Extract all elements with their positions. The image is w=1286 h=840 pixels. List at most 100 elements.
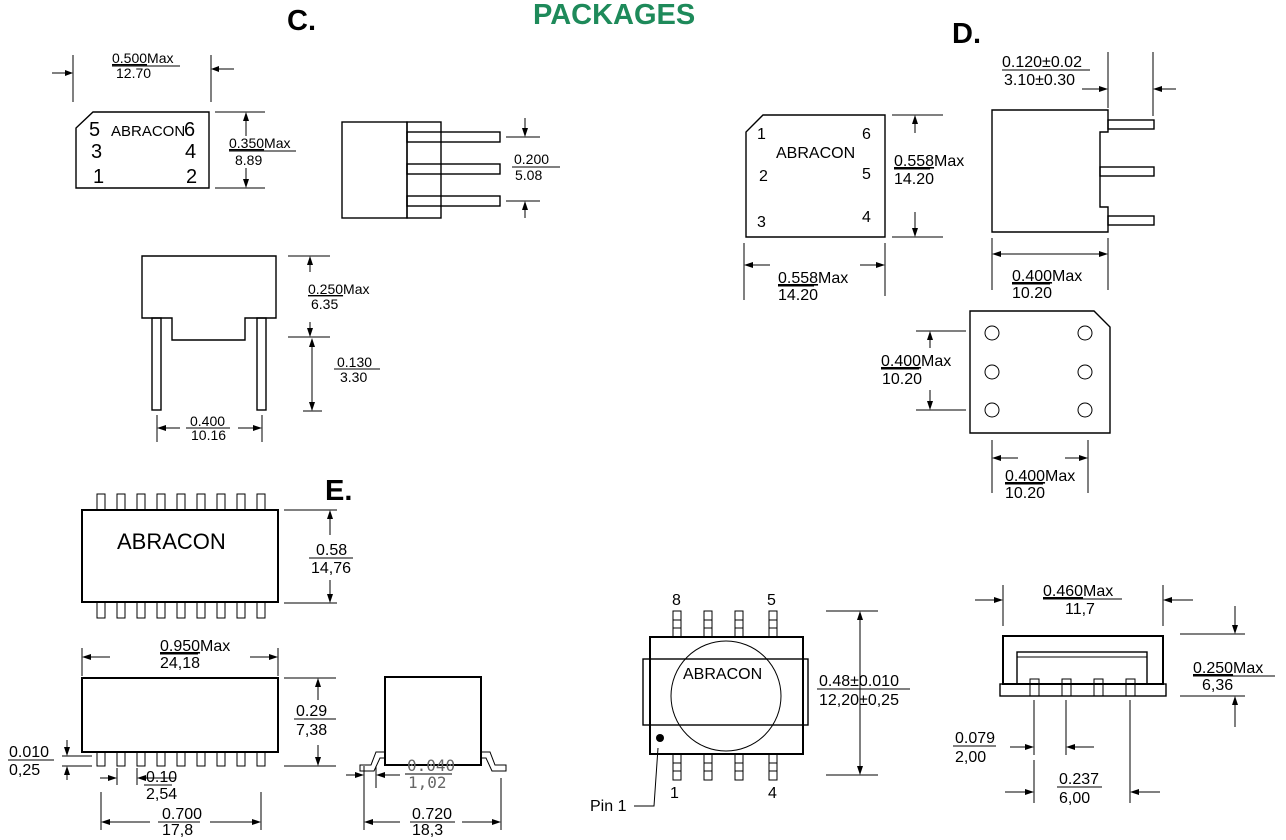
pkg-d-brand: ABRACON: [776, 145, 855, 162]
pkg-c-pin-3: 3: [91, 141, 102, 163]
pkg-c-bodyh-mm: 6.35: [311, 296, 338, 312]
pkg-d-pin-5: 5: [862, 166, 871, 183]
pkg-c-pin-6: 6: [184, 119, 195, 141]
pkg-c-pin-2: 2: [186, 166, 197, 188]
pkg-e-row-mm: 17,8: [162, 822, 193, 839]
pkg-e-foot-mm: 1,02: [408, 773, 447, 792]
pkg-e-standoff-mm: 0,25: [9, 762, 40, 779]
pkg-d-pin-2: 2: [759, 168, 768, 185]
pkg-d-height-max: Max: [934, 153, 964, 170]
pkg-e-length-mm: 24,18: [160, 655, 200, 672]
pkg-c-height-mm: 8.89: [235, 152, 262, 168]
section-d-label: D.: [952, 18, 981, 50]
svg-text:0.460Max: 0.460Max: [1043, 583, 1113, 600]
smd-length-in: 0.460: [1043, 583, 1083, 600]
pkg-c-width-in: 0.500: [112, 50, 147, 66]
smd-height-max: Max: [1233, 660, 1263, 677]
svg-text:0.400Max: 0.400Max: [881, 353, 951, 370]
pkg-c-width-max: Max: [147, 50, 173, 66]
pkg-d-col-in: 0.400: [1005, 468, 1045, 485]
package-c: 5 ABRACON 6 3 4 1 2 0.500Max 12.70 0.350…: [52, 50, 560, 443]
pkg-e-height-in: 0.29: [296, 703, 327, 720]
smd-pin-4: 4: [768, 785, 777, 802]
pkg-d-height-mm: 14.20: [894, 171, 934, 188]
pkg-e-standoff-in: 0.010: [9, 744, 49, 761]
pkg-d-lead-in: 0.120±0.02: [1002, 54, 1082, 71]
smd-pitch-in: 0.079: [955, 730, 995, 747]
pkg-e-pitch-mm: 2,54: [146, 786, 177, 803]
pkg-e-pitch-in: 0.10: [146, 769, 177, 786]
svg-text:0.500Max: 0.500Max: [112, 50, 174, 66]
pkg-c-lead-mm: 3.30: [340, 369, 367, 385]
svg-text:0.950Max: 0.950Max: [160, 638, 230, 655]
svg-text:0.350Max: 0.350Max: [229, 135, 291, 151]
pkg-c-pin-4: 4: [185, 141, 196, 163]
pkg-d-pin-1: 1: [757, 126, 766, 143]
package-e: ABRACON 0.58 14,76 0.950Max 24,18 0.29 7…: [8, 493, 507, 839]
smd-height-mm: 6,36: [1202, 677, 1233, 694]
smd-height-in: 0.250: [1193, 660, 1233, 677]
pkg-d-lead-mm: 3.10±0.30: [1004, 72, 1075, 89]
pkg-d-row-in: 0.400: [881, 353, 921, 370]
smd-row-in: 0.237: [1059, 771, 1099, 788]
smd-length-max: Max: [1083, 583, 1113, 600]
smd-pin-8: 8: [672, 592, 681, 609]
pkg-d-pin-3: 3: [757, 214, 766, 231]
pkg-c-bodyh-max: Max: [343, 281, 369, 297]
svg-text:0.250Max: 0.250Max: [308, 281, 370, 297]
pkg-c-pin-1: 1: [93, 166, 104, 188]
pkg-e-length-max: Max: [200, 638, 230, 655]
pkg-e-brand: ABRACON: [117, 529, 226, 554]
pkg-c-lead-in: 0.130: [337, 354, 372, 370]
pkg-e-span-mm: 18,3: [412, 822, 443, 839]
pkg-c-height-max: Max: [264, 135, 290, 151]
pkg-c-span-mm: 10.16: [191, 427, 226, 443]
smd-brand: ABRACON: [683, 666, 762, 683]
pkg-d-width-in: 0.558: [778, 270, 818, 287]
pkg-c-width-mm: 12.70: [116, 65, 151, 81]
pkg-c-top-body: [75, 111, 210, 189]
pkg-d-width-max: Max: [818, 270, 848, 287]
pkg-d-pin-6: 6: [862, 126, 871, 143]
pkg-e-width-mm: 14,76: [311, 560, 351, 577]
pkg-e-length-in: 0.950: [160, 638, 200, 655]
smd-pin-1: 1: [670, 785, 679, 802]
pkg-d-pin-4: 4: [862, 209, 871, 226]
smd-span-mm: 12,20±0,25: [819, 692, 899, 709]
pkg-d-depth-max: Max: [1052, 268, 1082, 285]
smd-row-mm: 6,00: [1059, 790, 1090, 807]
pkg-c-brand: ABRACON: [111, 123, 185, 140]
pkg-e-height-mm: 7,38: [296, 722, 327, 739]
pkg-e-row-in: 0.700: [162, 806, 202, 823]
pkg-e-span-in: 0.720: [412, 806, 452, 823]
smd-pin-5: 5: [767, 592, 776, 609]
pkg-c-span-in: 0.400: [190, 413, 225, 429]
page-title: PACKAGES: [533, 0, 695, 31]
pkg-d-row-mm: 10.20: [882, 371, 922, 388]
pkg-c-bodyh-in: 0.250: [308, 281, 343, 297]
svg-text:0.400Max: 0.400Max: [1012, 268, 1082, 285]
smd-pin1-label: Pin 1: [590, 798, 627, 815]
svg-text:0.558Max: 0.558Max: [894, 153, 964, 170]
pkg-d-depth-in: 0.400: [1012, 268, 1052, 285]
svg-text:0.400Max: 0.400Max: [1005, 468, 1075, 485]
pkg-d-row-max: Max: [921, 353, 951, 370]
pkg-c-pin-5: 5: [89, 119, 100, 141]
svg-text:0.558Max: 0.558Max: [778, 270, 848, 287]
pkg-d-col-mm: 10.20: [1005, 485, 1045, 502]
section-e-label: E.: [325, 475, 352, 507]
section-c-label: C.: [287, 5, 316, 37]
pkg-d-col-max: Max: [1045, 468, 1075, 485]
pkg-e-foot-in: 0.040: [407, 756, 455, 775]
pkg-e-width-in: 0.58: [316, 542, 347, 559]
pkg-d-width-mm: 14.20: [778, 287, 818, 304]
pkg-d-height-in: 0.558: [894, 153, 934, 170]
smd-length-mm: 11,7: [1065, 601, 1095, 618]
pkg-c-height-in: 0.350: [229, 135, 264, 151]
pkg-c-pitch-in: 0.200: [514, 151, 549, 167]
pkg-d-depth-mm: 10.20: [1012, 285, 1052, 302]
pkg-c-pitch-mm: 5.08: [515, 167, 542, 183]
package-d: 1 6 ABRACON 2 5 3 4 0.558Max 14.20 0.558…: [743, 52, 1176, 502]
package-smd: 8 5 ABRACON 1 4 Pin 1 0.48±0.010 12,20±0…: [590, 583, 1275, 815]
